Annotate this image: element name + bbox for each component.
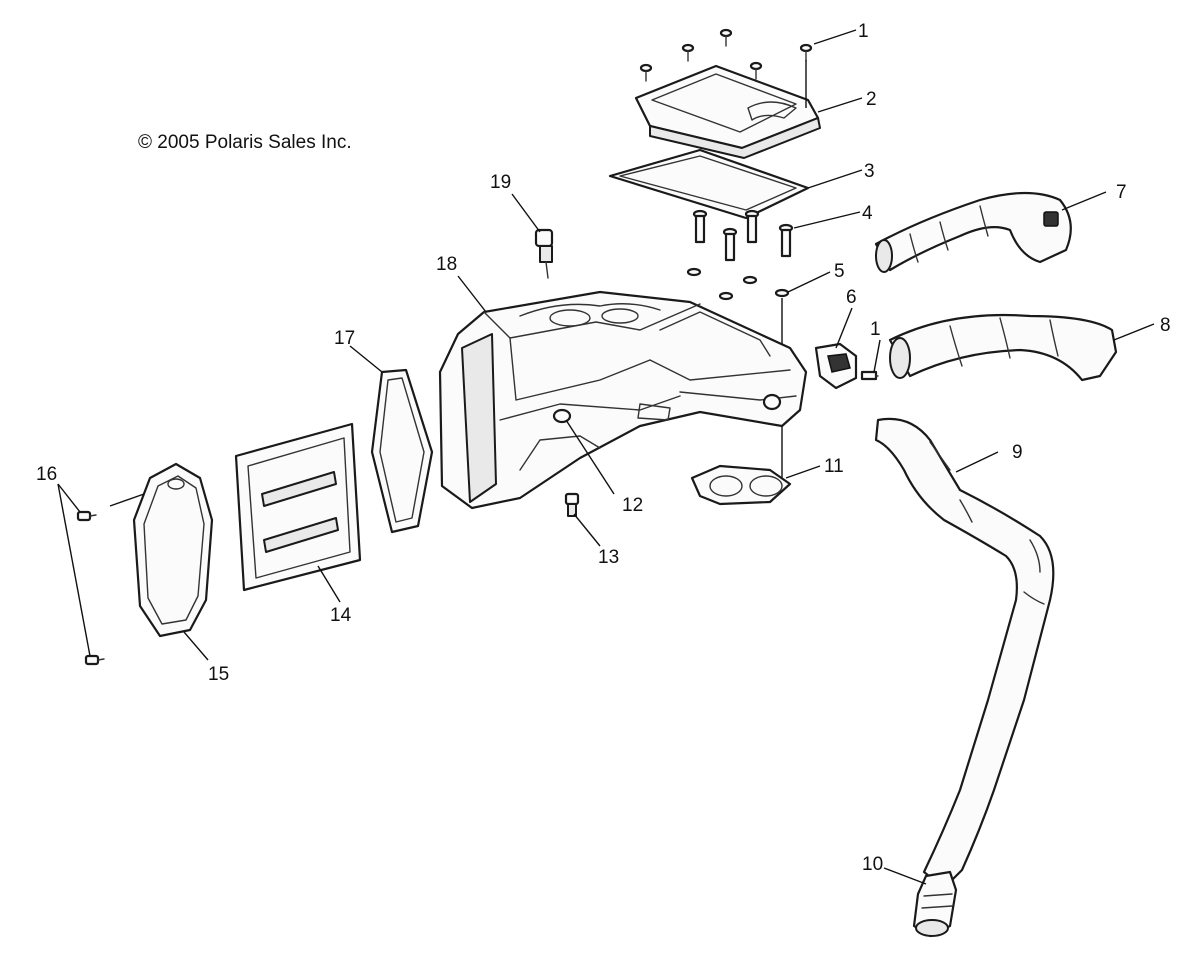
air-filter: [234, 422, 362, 592]
callout-12: 12: [622, 495, 643, 516]
callout-5: 5: [834, 261, 845, 282]
map-sensor: [814, 342, 858, 390]
cover-gasket: [608, 148, 810, 220]
airbox-housing: [438, 290, 808, 510]
callout-2: 2: [866, 89, 877, 110]
callout-1-sensor: 1: [870, 319, 881, 340]
intake-duct-upper: [874, 191, 1072, 273]
callout-19: 19: [490, 172, 511, 193]
hose-end-fitting: [912, 870, 958, 938]
leader-lines: [57, 29, 1155, 885]
callout-15: 15: [208, 664, 229, 685]
callout-9: 9: [1012, 442, 1023, 463]
callout-17: 17: [334, 328, 355, 349]
callout-3: 3: [864, 161, 875, 182]
callout-18: 18: [436, 254, 457, 275]
callout-13: 13: [598, 547, 619, 568]
callout-1-top: 1: [858, 21, 869, 42]
callout-4: 4: [862, 203, 873, 224]
cover-screws: [639, 28, 813, 82]
callout-7: 7: [1116, 182, 1127, 203]
callout-10: 10: [862, 854, 883, 875]
airbox-lid: [132, 462, 214, 638]
breather-hose: [874, 417, 1055, 890]
sensor-screw: [860, 370, 879, 381]
callout-labels: 1 2 3 4 5 6 1 7 8 9 10 11 12 13 14 15 16…: [36, 21, 1171, 875]
callout-6: 6: [846, 287, 857, 308]
mounting-bolts: [692, 209, 794, 262]
throttle-gasket: [690, 464, 792, 506]
drain-valve: [564, 492, 580, 517]
callout-11: 11: [824, 456, 844, 477]
callout-16: 16: [36, 464, 57, 485]
intake-duct-lower: [888, 313, 1118, 382]
lid-screws: [76, 510, 105, 666]
washers: [686, 267, 790, 301]
copyright-notice: © 2005 Polaris Sales Inc.: [138, 132, 352, 153]
callout-14: 14: [330, 605, 352, 626]
filter-seal: [370, 368, 434, 534]
sensor: [534, 228, 554, 279]
grommet: [552, 408, 572, 424]
airbox-cover: [634, 64, 821, 159]
callout-8: 8: [1160, 315, 1171, 336]
